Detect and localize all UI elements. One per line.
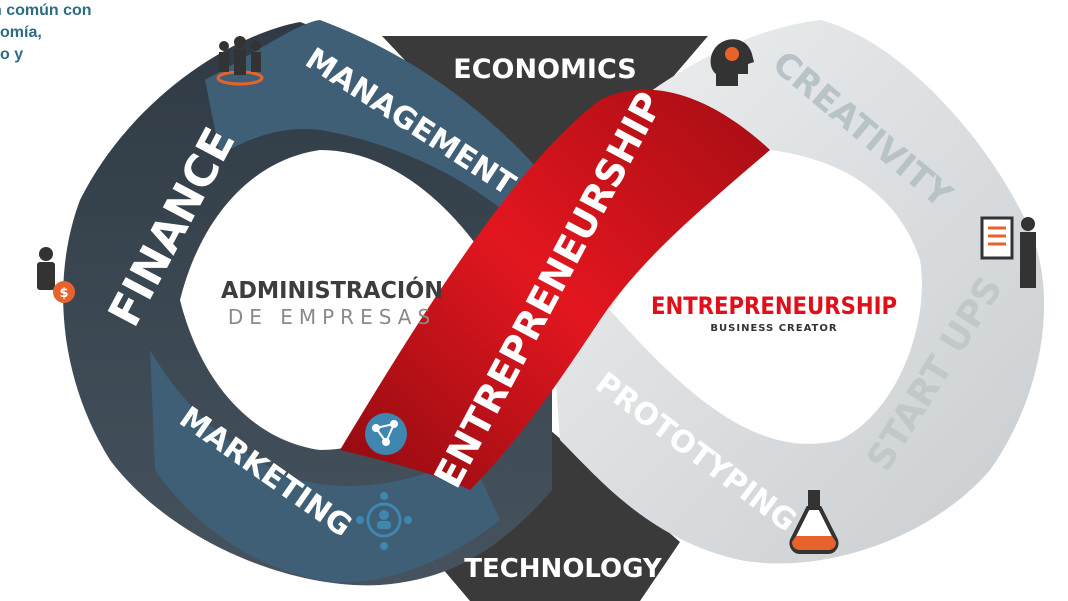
business-creator-tagline: BUSINESS CREATOR <box>710 323 837 334</box>
caption-text: n común con omía, o y <box>0 0 190 66</box>
network-icon <box>365 413 407 455</box>
logo-box <box>646 286 902 338</box>
flask-icon <box>789 490 839 554</box>
economics-label: ECONOMICS <box>453 54 636 85</box>
entrepreneurship-logo: ENTREPRENEURSHIP <box>651 292 897 320</box>
technology-label: TECHNOLOGY <box>464 554 663 584</box>
user-network-icon <box>356 492 412 550</box>
entrepreneurship-band <box>340 89 770 491</box>
businessman-coin-icon: $ <box>37 247 75 303</box>
caption-line-3: o y <box>0 46 24 63</box>
economics-band <box>382 36 708 182</box>
administracion-title: ADMINISTRACIÓN <box>221 276 443 304</box>
technology-band <box>420 430 680 601</box>
svg-text:$: $ <box>59 286 68 301</box>
caption-line-1: n común con <box>0 2 92 19</box>
left-loop-lower-band <box>150 350 500 583</box>
de-empresas-subtitle: DE EMPRESAS <box>228 305 436 329</box>
left-loop-upper-band <box>205 20 552 225</box>
people-meeting-icon <box>216 36 264 86</box>
document-man-icon <box>980 216 1036 288</box>
caption-line-2: omía, <box>0 24 42 41</box>
head-lightbulb-icon <box>710 39 754 86</box>
